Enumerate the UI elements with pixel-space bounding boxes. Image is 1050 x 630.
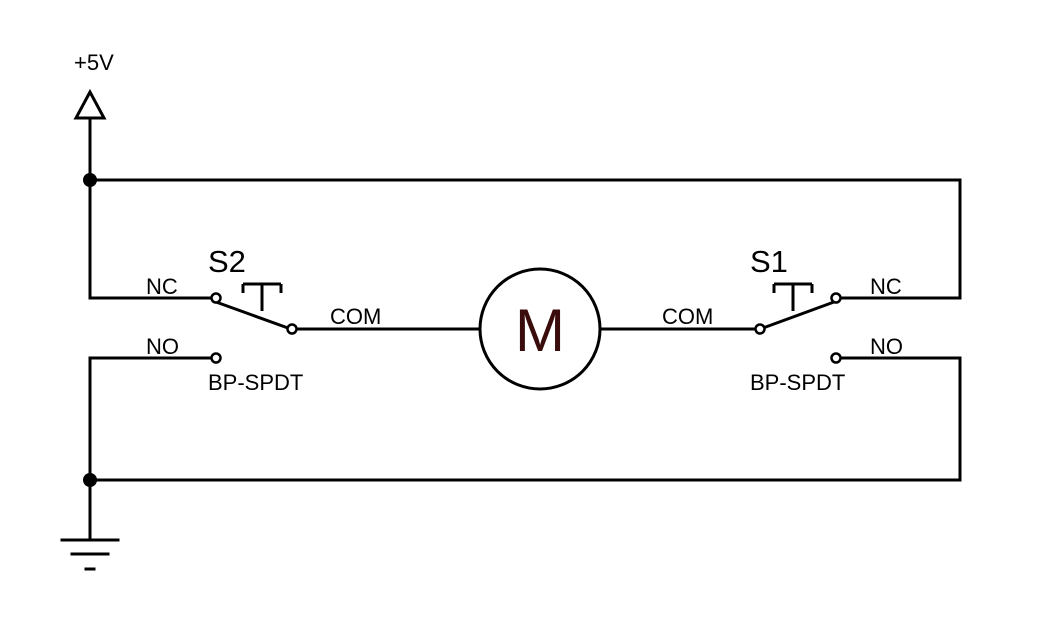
pushbutton-s1-icon xyxy=(772,282,814,311)
switch-s2-no-terminal xyxy=(210,352,222,364)
switch-s1-com-label: COM xyxy=(662,304,713,329)
switch-s2-nc-terminal xyxy=(210,292,222,304)
wire-top-rail-to-s1-nc xyxy=(88,178,962,300)
ground-icon xyxy=(60,538,120,571)
switch-s2-nc-label: NC xyxy=(146,274,178,299)
power-arrow-icon xyxy=(73,88,107,120)
switch-s1-nc-terminal xyxy=(830,292,842,304)
pushbutton-s2-icon xyxy=(241,282,283,311)
junction-dot-top xyxy=(83,173,97,187)
wire-s2-no-to-ground xyxy=(88,356,214,542)
motor: M xyxy=(478,267,602,391)
switch-s2-no-label: NO xyxy=(146,334,179,359)
junction-dot-bottom xyxy=(83,473,97,487)
wire-top-rail-to-s2-nc xyxy=(88,178,214,300)
switch-s1-type: BP-SPDT xyxy=(750,370,845,395)
switch-s2-ref: S2 xyxy=(208,244,246,279)
switch-s2-com-terminal xyxy=(286,323,298,335)
switch-s2-type: BP-SPDT xyxy=(208,370,303,395)
switch-s1-com-terminal xyxy=(754,323,766,335)
switch-s1-no-label: NO xyxy=(870,334,903,359)
supply-label: +5V xyxy=(74,50,114,75)
switch-s1-no-terminal xyxy=(830,352,842,364)
switch-s1: S1 NC NO COM BP-SPDT xyxy=(662,244,903,395)
switch-s1-lever xyxy=(762,300,835,330)
motor-label: M xyxy=(515,297,565,364)
power-supply-symbol: +5V xyxy=(73,50,114,182)
switch-s1-nc-label: NC xyxy=(870,274,902,299)
switch-s1-ref: S1 xyxy=(750,244,788,279)
wire-ground-rail-to-s1-no xyxy=(88,356,962,482)
switch-s2-com-label: COM xyxy=(330,304,381,329)
switch-s2: S2 NC NO COM BP-SPDT xyxy=(146,244,381,395)
switch-s2-lever xyxy=(215,300,289,330)
